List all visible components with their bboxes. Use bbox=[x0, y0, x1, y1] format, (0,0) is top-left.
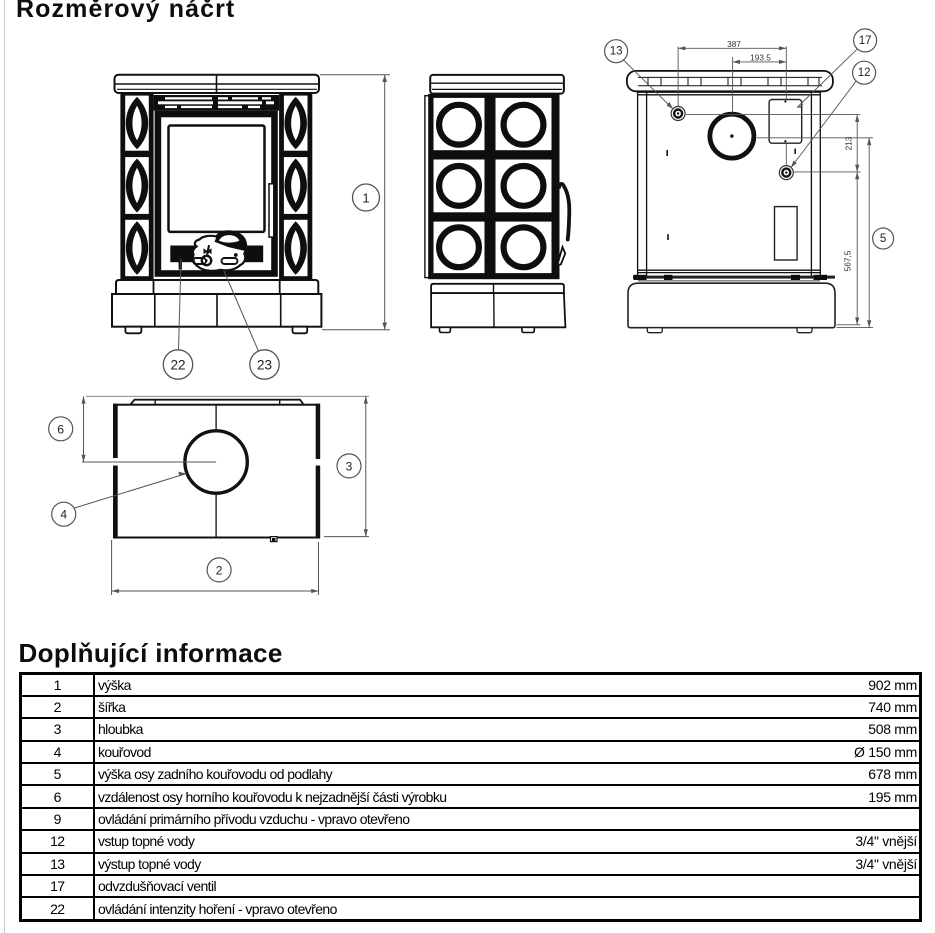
svg-text:193.5: 193.5 bbox=[750, 53, 771, 63]
svg-text:3: 3 bbox=[346, 459, 353, 473]
svg-text:2: 2 bbox=[216, 563, 223, 577]
svg-text:4: 4 bbox=[60, 508, 67, 522]
svg-text:22: 22 bbox=[170, 358, 185, 373]
svg-text:23: 23 bbox=[257, 358, 272, 373]
svg-text:213: 213 bbox=[844, 136, 854, 150]
svg-text:13: 13 bbox=[610, 46, 623, 58]
svg-text:17: 17 bbox=[859, 35, 872, 47]
svg-text:6: 6 bbox=[57, 422, 64, 436]
svg-text:387: 387 bbox=[727, 39, 741, 49]
svg-text:12: 12 bbox=[858, 67, 871, 79]
svg-text:5: 5 bbox=[880, 233, 886, 245]
svg-text:1: 1 bbox=[362, 191, 369, 206]
svg-text:567,5: 567,5 bbox=[843, 250, 853, 271]
